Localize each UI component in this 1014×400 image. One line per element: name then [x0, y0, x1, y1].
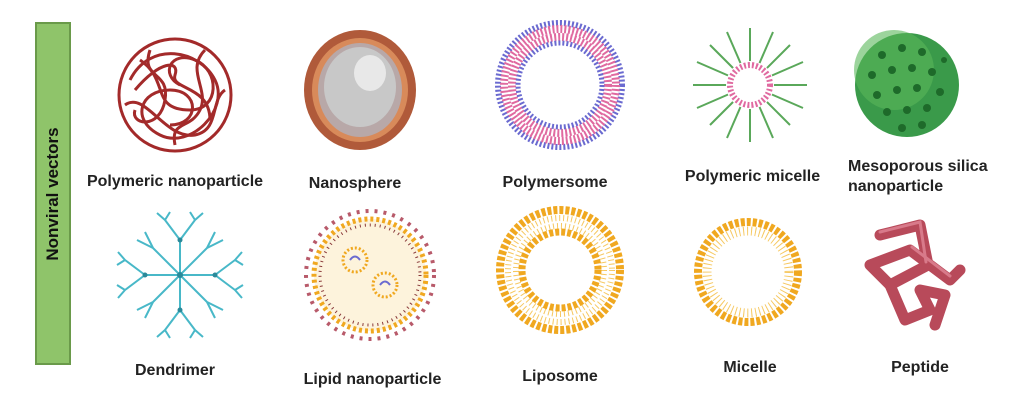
item-label: Lipid nanoparticle: [303, 371, 442, 388]
category-banner: Nonviral vectors: [35, 22, 71, 365]
item-label: Polymersome: [502, 174, 608, 191]
nanosphere-item: Nanosphere: [290, 20, 440, 200]
category-label: Nonviral vectors: [43, 126, 62, 261]
mesoporous-silica-item: Mesoporous silica nanoparticle: [840, 15, 1010, 205]
peptide-item: Peptide: [840, 205, 1000, 395]
item-label: Dendrimer: [134, 362, 216, 379]
polymeric-nanoparticle-item: Polymeric nanoparticle: [85, 20, 265, 200]
lipid-nanoparticle-icon: [304, 209, 436, 341]
dendrimer-icon: [116, 211, 244, 339]
peptide-icon: [864, 219, 966, 331]
polymersome-item: Polymersome: [480, 15, 640, 205]
item-label: Peptide: [891, 359, 949, 376]
liposome-icon: [496, 206, 624, 334]
micelle-item: Micelle: [675, 205, 825, 395]
item-label: Micelle: [723, 359, 777, 376]
item-label: Mesoporous silica nanoparticle: [848, 158, 988, 195]
polymeric-micelle-item: Polymeric micelle: [675, 15, 835, 205]
item-label: Polymeric micelle: [684, 168, 821, 185]
item-label: Liposome: [522, 368, 598, 385]
item-label: Polymeric nanoparticle: [86, 173, 264, 190]
polymersome-icon: [495, 20, 625, 150]
item-label: Nanosphere: [308, 175, 402, 192]
polymeric-nanoparticle-icon: [117, 37, 233, 153]
micelle-icon: [694, 218, 802, 326]
dendrimer-item: Dendrimer: [110, 205, 260, 395]
lipid-nanoparticle-item: Lipid nanoparticle: [295, 200, 460, 395]
nanosphere-icon: [304, 30, 416, 150]
polymeric-micelle-icon: [693, 28, 807, 142]
liposome-item: Liposome: [490, 205, 640, 395]
mesoporous-silica-icon: [854, 30, 959, 137]
